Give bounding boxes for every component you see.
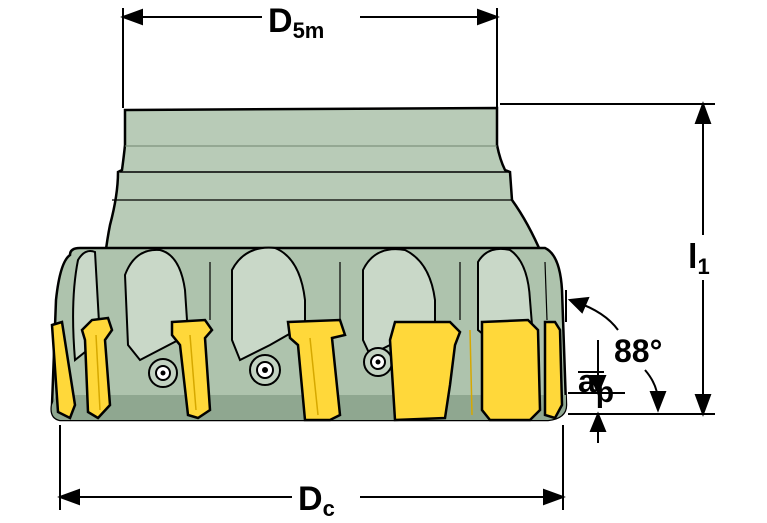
- insert-highlights: [95, 329, 473, 416]
- bottom-diameter-label: Dc: [298, 480, 335, 521]
- insert: [480, 318, 542, 422]
- arrowhead: [694, 394, 712, 417]
- insert: [543, 320, 564, 420]
- arrowhead: [477, 8, 500, 26]
- chip-pocket: [231, 246, 306, 362]
- rib-lines: [209, 261, 548, 321]
- dimension-depth: [568, 340, 625, 443]
- arrowhead: [589, 411, 607, 432]
- insert-highlight: [189, 334, 197, 411]
- arrowhead: [649, 391, 667, 413]
- dimension-angle: [565, 290, 667, 413]
- dimension-length: [500, 101, 715, 417]
- insert: [50, 320, 77, 420]
- top-diameter-label: D5m: [268, 2, 324, 43]
- length-label: l1: [688, 238, 710, 279]
- arrowhead: [57, 488, 80, 506]
- arrowhead: [120, 8, 143, 26]
- arrowhead: [543, 488, 566, 506]
- arrowhead: [567, 296, 590, 314]
- insert-highlight: [309, 337, 319, 416]
- screw: [249, 354, 281, 386]
- screw: [148, 358, 178, 388]
- insert: [286, 318, 347, 422]
- dimension-bottom-diameter: [57, 425, 566, 510]
- arrowhead: [694, 101, 712, 124]
- insert: [80, 316, 114, 420]
- arrowhead: [589, 375, 607, 396]
- dimension-top-diameter: [120, 8, 500, 108]
- rib-line: [544, 261, 548, 321]
- insert-highlight: [95, 334, 101, 411]
- insert-highlight: [469, 329, 473, 416]
- depth-label: ap: [578, 363, 614, 409]
- chip-pocket: [477, 247, 534, 342]
- screw: [363, 347, 393, 377]
- cutting-inserts: [50, 316, 564, 422]
- angle-label: 88°: [614, 333, 662, 369]
- insert: [388, 320, 462, 422]
